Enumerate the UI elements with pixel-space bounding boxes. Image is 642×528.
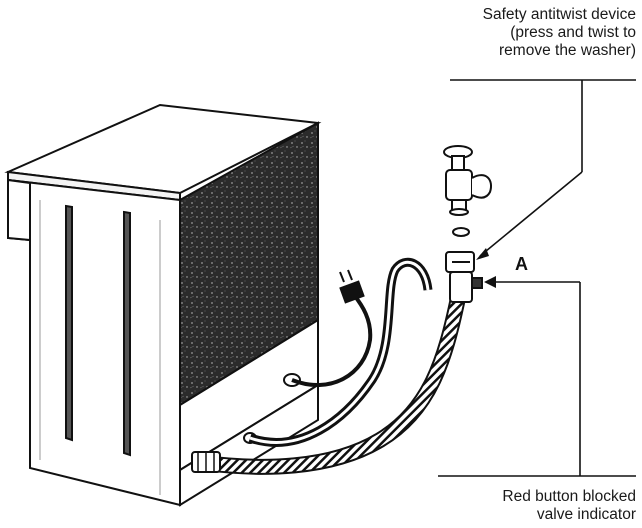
callout-top-line-2: (press and twist to bbox=[510, 24, 636, 41]
washer bbox=[452, 227, 470, 237]
dishwasher-body bbox=[4, 103, 322, 507]
callout-top-line-1: Safety antitwist device bbox=[482, 6, 636, 23]
dishwasher-front-door bbox=[7, 178, 181, 507]
callout-bottom-line-1: Red button blocked bbox=[502, 488, 636, 505]
callout-bottom-line-2: valve indicator bbox=[536, 506, 636, 523]
safety-antitwist-device bbox=[445, 251, 483, 303]
drain-hose bbox=[248, 257, 433, 447]
callout-top-line-3: remove the washer) bbox=[499, 42, 636, 59]
callout-safety-antitwist: Safety antitwist device (press and twist… bbox=[483, 6, 636, 60]
power-cable bbox=[291, 269, 373, 387]
callout-red-button-indicator: Red button blocked valve indicator bbox=[502, 488, 636, 524]
door-slot-left bbox=[65, 204, 73, 442]
callout-lines bbox=[438, 79, 636, 477]
inlet-hose bbox=[191, 296, 466, 475]
red-button-indicator bbox=[471, 277, 483, 289]
water-tap bbox=[443, 145, 492, 216]
marker-a-label: A bbox=[515, 254, 528, 274]
door-slot-right bbox=[123, 210, 131, 457]
